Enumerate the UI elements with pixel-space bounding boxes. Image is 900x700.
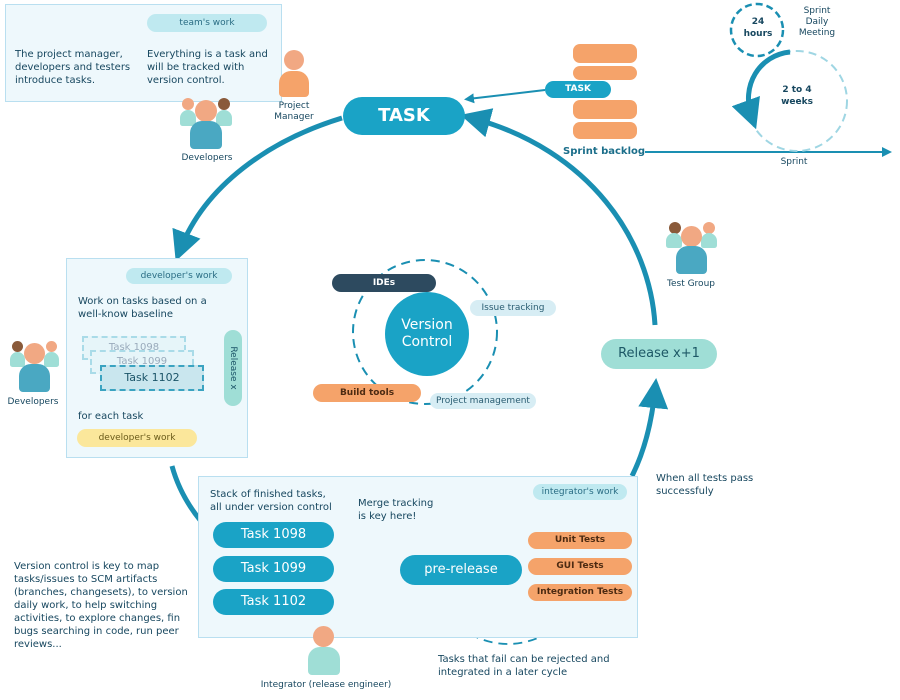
version-control-label: Version Control	[401, 317, 453, 350]
task-pill[interactable]: TASK	[343, 97, 465, 135]
project-manager-avatar	[278, 50, 310, 100]
backlog-bar-1	[573, 44, 637, 63]
team-tracking-text: Everything is a task and will be tracked…	[147, 49, 268, 86]
pre-release-pill[interactable]: pre-release	[400, 555, 522, 585]
unit-tests-tag[interactable]: Unit Tests	[528, 532, 632, 549]
tests-pass-note: When all tests pass successfuly	[656, 473, 754, 497]
developers-left-label: Developers	[7, 397, 59, 407]
integration-tests-tag[interactable]: Integration Tests	[528, 584, 632, 601]
cycle-arc-dev-to-integrator	[169, 465, 202, 522]
backlog-bar-4	[573, 122, 637, 139]
team-work-badge: team's work	[147, 14, 267, 32]
backlog-bar-3	[573, 100, 637, 119]
release-x-bar	[224, 330, 242, 406]
integrator-work-badge: integrator's work	[533, 484, 627, 500]
cycle-arc-task-to-dev	[172, 115, 343, 262]
integrator-task-1099[interactable]: Task 1099	[213, 556, 334, 582]
failed-tasks-note: Tasks that fail can be rejected and inte…	[438, 654, 610, 678]
backlog-bar-2	[573, 66, 637, 80]
daily-cycle-circle	[729, 2, 785, 58]
developers-top-avatar	[180, 92, 234, 149]
sprint-weeks-label: 2 to 4 weeks	[781, 85, 813, 107]
daily-meeting-label: Sprint Daily Meeting	[798, 6, 836, 38]
integrator-avatar	[306, 626, 342, 676]
integrator-task-1102[interactable]: Task 1102	[213, 589, 334, 615]
developer-work-badge: developer's work	[126, 268, 232, 284]
release-x-label: Release x	[228, 346, 238, 390]
test-group-avatar	[666, 218, 718, 274]
issue-tracking-tag[interactable]: Issue tracking	[470, 300, 556, 316]
for-each-task-text: for each task	[78, 411, 144, 422]
sprint-label: Sprint	[780, 157, 808, 167]
ides-tag[interactable]: IDEs	[332, 274, 436, 292]
dev-task-card-3[interactable]: Task 1102	[100, 365, 204, 391]
daily-hours-label: 24 hours	[743, 17, 773, 39]
team-intro-text: The project manager, developers and test…	[15, 49, 131, 86]
sprint-backlog-label: Sprint backlog	[563, 146, 646, 157]
version-control-circle[interactable]: Version Control	[385, 292, 469, 376]
developer-work-bottom-badge: developer's work	[77, 429, 197, 447]
merge-tracking-text: Merge tracking is key here!	[358, 498, 434, 522]
integrator-task-1098[interactable]: Task 1098	[213, 522, 334, 548]
sprint-cycle-arrow	[731, 49, 791, 130]
gui-tests-tag[interactable]: GUI Tests	[528, 558, 632, 575]
version-control-note: Version control is key to map tasks/issu…	[14, 561, 188, 650]
dev-task-3-label: Task 1102	[124, 371, 180, 384]
backlog-to-task-arrow	[464, 89, 546, 104]
project-manager-label: Project Manager	[274, 101, 314, 122]
developer-intro-text: Work on tasks based on a well-know basel…	[78, 296, 207, 320]
release-next-pill[interactable]: Release x+1	[601, 339, 717, 369]
cycle-arc-integrator-to-release	[629, 378, 669, 478]
dev-task-2-label: Task 1099	[116, 356, 168, 367]
build-tools-tag[interactable]: Build tools	[313, 384, 421, 402]
version-control-orbit	[352, 259, 498, 405]
cycle-arc-release-to-task	[460, 108, 658, 326]
project-management-tag[interactable]: Project management	[430, 393, 536, 409]
backlog-task-tag[interactable]: TASK	[545, 81, 611, 98]
developers-top-label: Developers	[181, 153, 233, 163]
integrator-label: Integrator (release engineer)	[260, 680, 392, 690]
test-group-label: Test Group	[667, 279, 715, 289]
stack-text: Stack of finished tasks, all under versi…	[210, 489, 332, 513]
dev-task-1-label: Task 1098	[108, 342, 160, 353]
developers-left-avatar	[10, 337, 60, 393]
